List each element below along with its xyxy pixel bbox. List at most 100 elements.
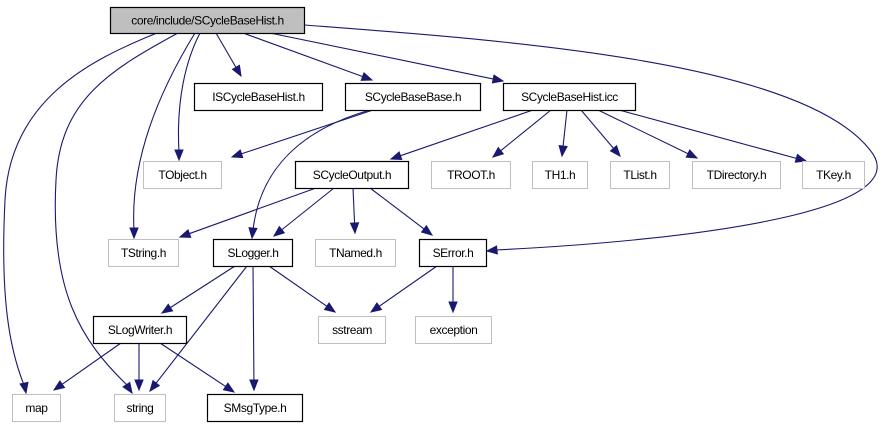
edge-line [378,265,438,308]
edge-slogger-to-slogwriter [160,265,236,314]
edge-line [242,32,364,78]
node-box [193,82,324,112]
node-slogger[interactable]: SLogger.h [212,238,294,268]
node-label: SLogger.h [227,246,278,260]
node-box [415,316,492,344]
arrowhead-icon [129,227,139,240]
node-label: map [25,401,48,415]
edge-line [252,265,255,382]
arrowhead-icon [19,381,29,395]
edge-line [597,109,690,155]
arrowhead-icon [491,74,505,84]
edge-line [580,109,615,150]
node-th1: TH1.h [532,161,588,189]
node-label: SError.h [433,246,474,260]
arrowhead-icon [160,303,174,314]
node-box [294,160,410,190]
node-box [692,161,781,189]
edge-slogger-to-smsgtype [249,265,259,392]
edge-line [177,32,201,153]
arrowhead-icon [360,71,374,81]
node-box [532,161,588,189]
edge-scyclebasehisticc-to-troot [491,109,552,158]
node-label: TObject.h [158,168,206,182]
arrowhead-icon [609,144,621,158]
edge-serror-to-exception [448,266,458,314]
node-tkey: TKey.h [802,161,865,189]
edge-scyclebasehisticc-to-tdirectory [597,109,699,159]
node-tdirectory: TDirectory.h [692,161,781,189]
edge-line [352,187,356,225]
node-slogwriter[interactable]: SLogWriter.h [92,315,188,345]
node-box [109,6,306,35]
node-map: map [12,394,61,422]
edge-line [280,187,335,231]
node-string: string [114,394,166,422]
node-smsgtype[interactable]: SMsgType.h [206,393,304,423]
node-label: core/include/SCycleBaseHist.h [131,14,283,28]
arrowhead-icon [420,224,434,236]
node-box [92,315,188,345]
node-label: exception [430,323,478,337]
node-tobject: TObject.h [143,161,222,189]
node-scyclebasehisticc[interactable]: SCycleBaseHist.icc [502,82,637,112]
node-label: TDirectory.h [707,168,767,182]
edge-scycleoutput-to-tstring [178,187,317,238]
node-box [502,82,637,112]
edge-line [562,109,568,148]
node-iscyclebasehist[interactable]: ISCycleBaseHist.h [193,82,324,112]
edge-scycleoutput-to-slogger [272,187,335,237]
edge-line [618,109,798,160]
node-box [108,239,179,267]
node-box [212,238,294,268]
node-scycleoutput[interactable]: SCycleOutput.h [294,160,410,190]
arrowhead-icon [222,382,236,393]
node-label: SCycleOutput.h [313,168,391,182]
nodes-layer: core/include/SCycleBaseHist.hISCycleBase… [12,6,865,423]
edge-line [155,265,248,385]
arrowhead-icon [323,302,337,313]
arrowhead-icon [685,149,699,159]
edge-root-to-map [3,32,158,395]
edge-line [169,265,236,309]
node-serror[interactable]: SError.h [418,238,488,268]
arrowhead-icon [248,227,258,240]
arrowhead-icon [134,379,144,392]
node-root[interactable]: core/include/SCycleBaseHist.h [109,6,306,35]
node-tnamed: TNamed.h [315,239,396,267]
edge-line [499,109,552,152]
edge-line [3,32,158,386]
edge-line [215,32,237,69]
node-label: TNamed.h [329,246,382,260]
edge-line [268,265,328,308]
edge-scycleoutput-to-tnamed [349,187,360,235]
node-label: TString.h [121,246,166,260]
arrowhead-icon [491,146,505,158]
edge-line [240,109,374,155]
edge-slogger-to-string [149,265,248,393]
node-label: TH1.h [545,168,576,182]
edge-line [399,109,534,157]
edge-line [61,342,122,386]
node-box [610,161,670,189]
node-label: ISCycleBaseHist.h [212,90,305,104]
node-tstring: TString.h [108,239,179,267]
node-label: SMsgType.h [224,401,287,415]
node-label: TROOT.h [447,168,495,182]
node-scyclebasebase[interactable]: SCycleBaseBase.h [344,82,482,112]
edge-line [54,32,179,387]
node-box [318,316,386,344]
node-box [143,161,222,189]
edge-slogger-to-sstream [268,265,337,313]
edge-line [369,187,426,231]
node-box [206,393,304,423]
edge-slogwriter-to-map [52,342,122,391]
node-sstream: sstream [318,316,386,344]
node-box [418,238,488,268]
edges-layer [3,24,878,395]
edge-root-to-tstring [129,32,196,240]
arrowhead-icon [249,379,259,392]
edge-scyclebasehisticc-to-tlist [580,109,621,158]
node-box [114,394,166,422]
